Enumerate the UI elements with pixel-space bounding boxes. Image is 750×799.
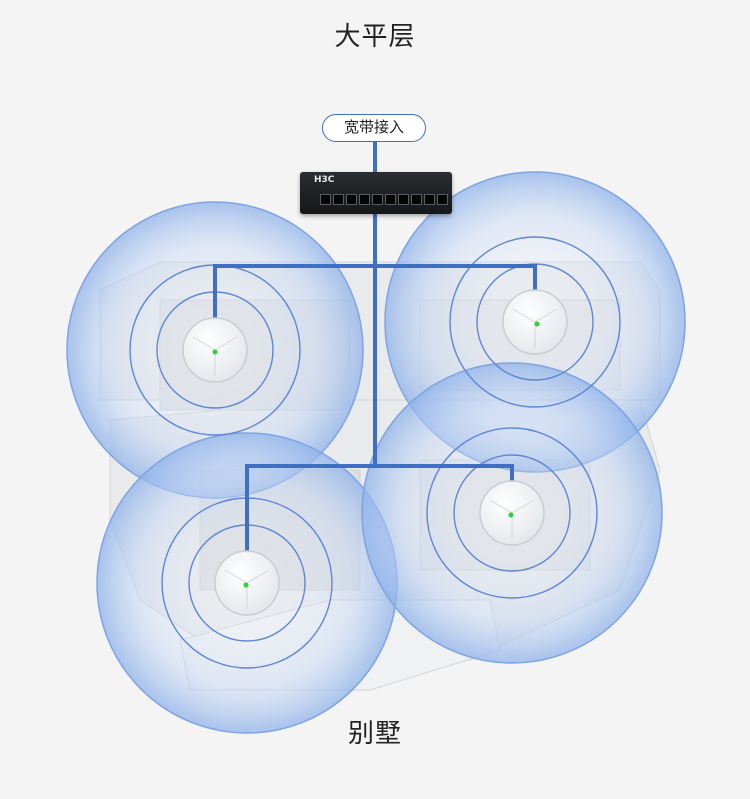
top-title: 大平层	[334, 22, 416, 52]
port	[333, 194, 344, 205]
status-led	[534, 321, 540, 327]
access-point-upper-left	[182, 317, 248, 383]
port	[320, 194, 331, 205]
port	[346, 194, 357, 205]
access-point-lower-right	[479, 480, 545, 546]
port	[359, 194, 370, 205]
bottom-title: 别墅	[347, 719, 402, 749]
port	[385, 194, 396, 205]
status-led	[243, 582, 249, 588]
port	[398, 194, 409, 205]
broadband-access-label: 宽带接入	[322, 114, 426, 142]
switch-ports	[320, 194, 448, 205]
access-point-upper-right	[502, 289, 568, 355]
port	[437, 194, 448, 205]
ethernet-cables	[213, 142, 537, 560]
port	[372, 194, 383, 205]
network-switch: H3C	[300, 172, 452, 214]
access-point-lower-left	[214, 550, 280, 616]
status-led	[212, 349, 218, 355]
status-led	[508, 512, 514, 518]
switch-brand-logo: H3C	[314, 175, 335, 185]
port	[424, 194, 435, 205]
port	[411, 194, 422, 205]
